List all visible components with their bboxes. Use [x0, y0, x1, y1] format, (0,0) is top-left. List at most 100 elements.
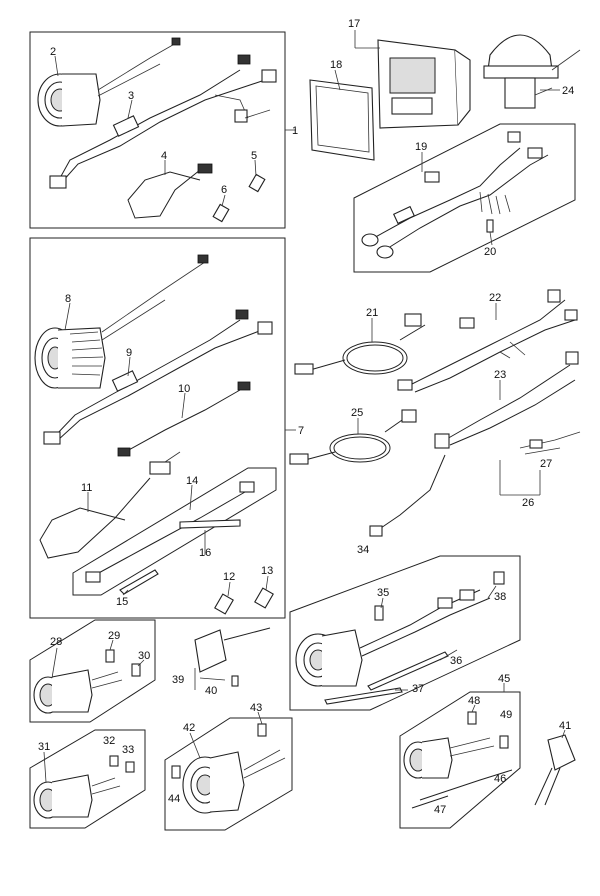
group-31-box — [29, 729, 146, 829]
part-41-lever — [534, 734, 576, 806]
callout-39: 39 — [172, 674, 184, 686]
callout-labels: 1 2 3 4 5 6 7 8 9 10 11 12 13 14 15 16 1… — [38, 18, 574, 816]
callout-5: 5 — [251, 150, 257, 162]
part-21-cable — [294, 313, 426, 375]
callout-43: 43 — [250, 702, 262, 714]
part-2-gauge — [37, 37, 181, 127]
part-49-bulb — [499, 735, 509, 749]
callout-46: 46 — [494, 773, 506, 785]
part-28-gauge — [33, 669, 123, 714]
callout-3: 3 — [128, 90, 134, 102]
callout-11: 11 — [81, 482, 92, 494]
group-34-box — [289, 555, 521, 711]
callout-38: 38 — [494, 591, 506, 603]
callout-21: 21 — [366, 307, 378, 319]
part-31-gauge — [33, 774, 121, 819]
callout-34: 34 — [357, 544, 369, 556]
part-11-cable — [39, 451, 181, 559]
part-39-switch — [194, 627, 271, 673]
part-35-bulb — [374, 605, 384, 621]
part-13-plug — [254, 587, 274, 609]
part-40-screw — [231, 675, 239, 687]
callout-42: 42 — [183, 722, 195, 734]
part-32-bulb — [109, 755, 119, 767]
part-9-harness — [43, 309, 273, 445]
callout-48: 48 — [468, 695, 480, 707]
callout-10: 10 — [178, 383, 190, 395]
part-38-bulb — [493, 571, 505, 585]
part-44-bulb — [171, 765, 181, 779]
part-46-harness — [419, 769, 513, 801]
part-19-harness — [361, 131, 549, 259]
part-20-screw — [486, 219, 494, 233]
callout-4: 4 — [161, 150, 167, 162]
part-43-bulb — [257, 723, 267, 737]
leader-lines — [43, 55, 566, 783]
part-33-bulb — [125, 761, 135, 773]
part-24-antenna — [483, 34, 581, 109]
callout-31: 31 — [38, 741, 50, 753]
group-14-box — [72, 467, 277, 596]
callout-37: 37 — [412, 683, 424, 695]
part-22-harness — [397, 289, 578, 393]
part-16-strap — [179, 519, 241, 529]
group-7-box — [29, 237, 286, 619]
part-14-harness — [85, 481, 255, 583]
callout-16: 16 — [199, 547, 211, 559]
part-5-plug — [248, 173, 266, 193]
callout-29: 29 — [108, 630, 120, 642]
callout-26: 26 — [522, 497, 534, 509]
callout-23: 23 — [494, 369, 506, 381]
part-30-bulb — [131, 663, 141, 677]
callout-30: 30 — [138, 650, 150, 662]
callout-7: 7 — [298, 425, 304, 437]
part-15-tie — [119, 569, 159, 595]
callout-33: 33 — [122, 744, 134, 756]
part-25-cable — [289, 409, 417, 465]
callout-15: 15 — [116, 596, 128, 608]
callout-47: 47 — [434, 804, 446, 816]
callout-22: 22 — [489, 292, 501, 304]
callout-25: 25 — [351, 407, 363, 419]
group-19-box — [353, 123, 576, 273]
part-37-tie — [324, 687, 403, 705]
part-4-cable — [127, 163, 213, 219]
part-36-strap — [367, 651, 449, 691]
part-8-gauge — [34, 254, 209, 389]
part-45-gauge — [403, 737, 495, 779]
callout-19: 19 — [415, 141, 427, 153]
group-45-box — [399, 691, 521, 829]
callout-40: 40 — [205, 685, 217, 697]
callout-14: 14 — [186, 475, 198, 487]
group-42-box — [164, 717, 293, 831]
callout-32: 32 — [103, 735, 115, 747]
callout-27: 27 — [540, 458, 552, 470]
callout-2: 2 — [50, 46, 56, 58]
callout-28: 28 — [50, 636, 62, 648]
callout-6: 6 — [221, 184, 227, 196]
callout-17: 17 — [348, 18, 360, 30]
part-18-cover — [309, 79, 375, 161]
callout-36: 36 — [450, 655, 462, 667]
part-17-display — [377, 39, 471, 129]
callout-24: 24 — [562, 85, 574, 97]
part-42-gauge — [182, 749, 286, 814]
part-23-harness — [369, 351, 581, 537]
callout-49: 49 — [500, 709, 512, 721]
callout-18: 18 — [330, 59, 342, 71]
callout-20: 20 — [484, 246, 496, 258]
part-3-harness — [49, 54, 277, 189]
callout-9: 9 — [126, 347, 132, 359]
callout-8: 8 — [65, 293, 71, 305]
callout-41: 41 — [559, 720, 571, 732]
part-12-plug — [214, 593, 234, 615]
part-6-plug — [212, 203, 230, 223]
callout-12: 12 — [223, 571, 235, 583]
callout-35: 35 — [377, 587, 389, 599]
callout-1: 1 — [292, 125, 298, 137]
part-48-bulb — [467, 711, 477, 725]
part-47-harness — [411, 795, 449, 809]
group-28-box — [29, 619, 156, 723]
callout-45: 45 — [498, 673, 510, 685]
